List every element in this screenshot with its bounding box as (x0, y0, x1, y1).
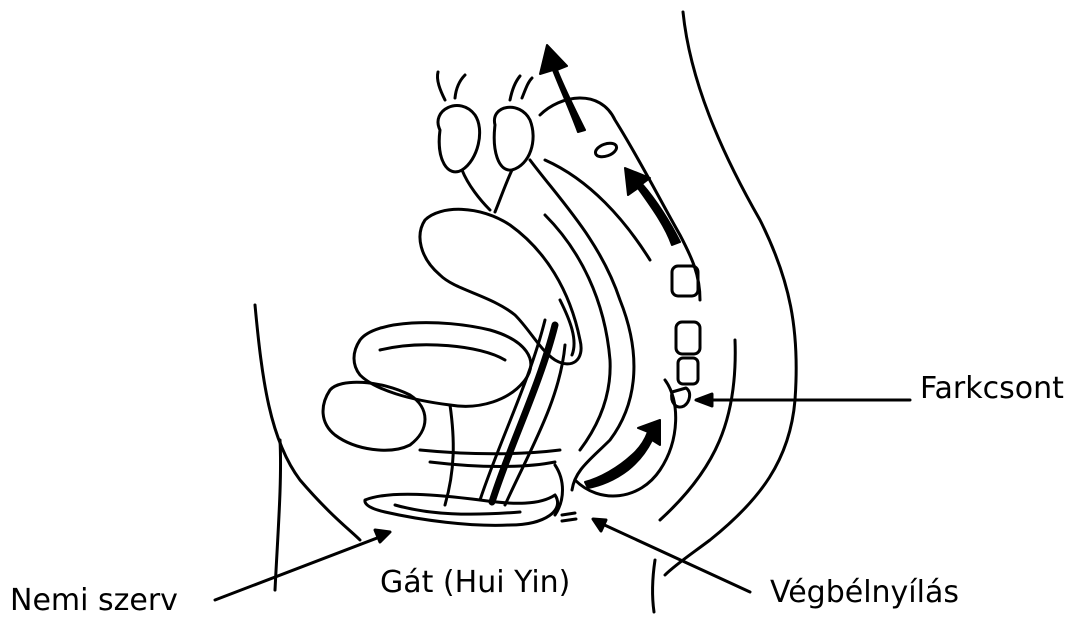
pointer-nemi-szerv (215, 535, 385, 600)
pointer-vegbel (598, 522, 750, 592)
rectum-outer (530, 160, 634, 490)
front-leg-line (275, 440, 281, 590)
tube-join (462, 170, 512, 212)
bladder-group (323, 323, 531, 451)
bladder-inner (380, 345, 505, 360)
uterus-group (420, 72, 581, 364)
pubic-bone (323, 382, 425, 450)
pointer-farkcsont-head (696, 394, 712, 406)
urethra-line-2 (492, 325, 555, 502)
uterus-body (420, 209, 581, 364)
urethra-line-1 (480, 320, 545, 500)
ovary-right (494, 107, 533, 170)
labia-inner (395, 505, 520, 514)
sacral-foramen (594, 141, 619, 160)
vertebra-1 (672, 266, 698, 296)
label-gat-hui-yin: Gát (Hui Yin) (380, 568, 570, 598)
arrow-top (540, 45, 585, 132)
vertebra-3 (678, 358, 698, 384)
perineum-area (365, 465, 576, 525)
pelvic-floor (420, 450, 560, 454)
bladder (354, 323, 531, 407)
vertebra-2 (676, 322, 700, 354)
sacrum-outline (540, 98, 700, 300)
label-nemi-szerv: Nemi szerv (10, 586, 178, 616)
front-body-line (255, 305, 360, 540)
tube-left (437, 72, 465, 100)
anus-mark-1 (562, 513, 575, 515)
ovary-left (438, 106, 480, 172)
labia (365, 494, 558, 525)
label-vegbelnyilas: Végbélnyílás (770, 578, 959, 608)
pointer-nemi-szerv-head (375, 530, 390, 542)
back-body-line (665, 12, 796, 575)
body-outline (255, 12, 796, 612)
vagina-back (505, 345, 565, 505)
rear-leg-line (653, 560, 655, 612)
anus-mark-2 (562, 519, 576, 521)
label-farkcsont: Farkcsont (920, 374, 1064, 404)
vagina-front (445, 405, 453, 505)
pointer-vegbel-head (593, 519, 606, 531)
tube-right (510, 76, 532, 100)
